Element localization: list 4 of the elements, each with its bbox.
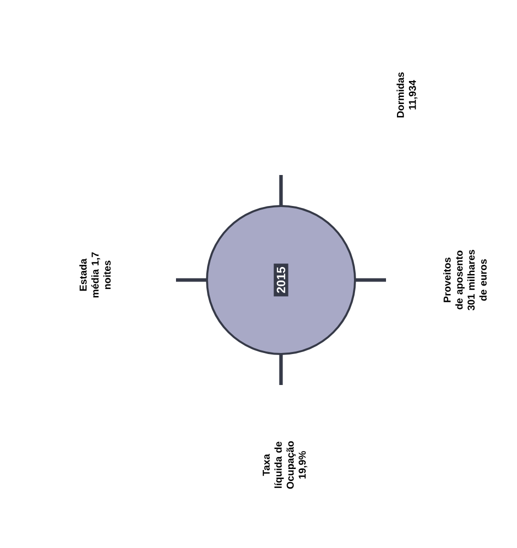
stat-label: Estada média 1,7 noites [79, 252, 111, 298]
stat-label: Taxa líquida de Ocupação 19,9% [262, 441, 308, 489]
stat-label: Proveitos de aposento 301 milhares de euros [443, 250, 487, 310]
stat-label: Dormidas 11,934 [396, 72, 418, 118]
